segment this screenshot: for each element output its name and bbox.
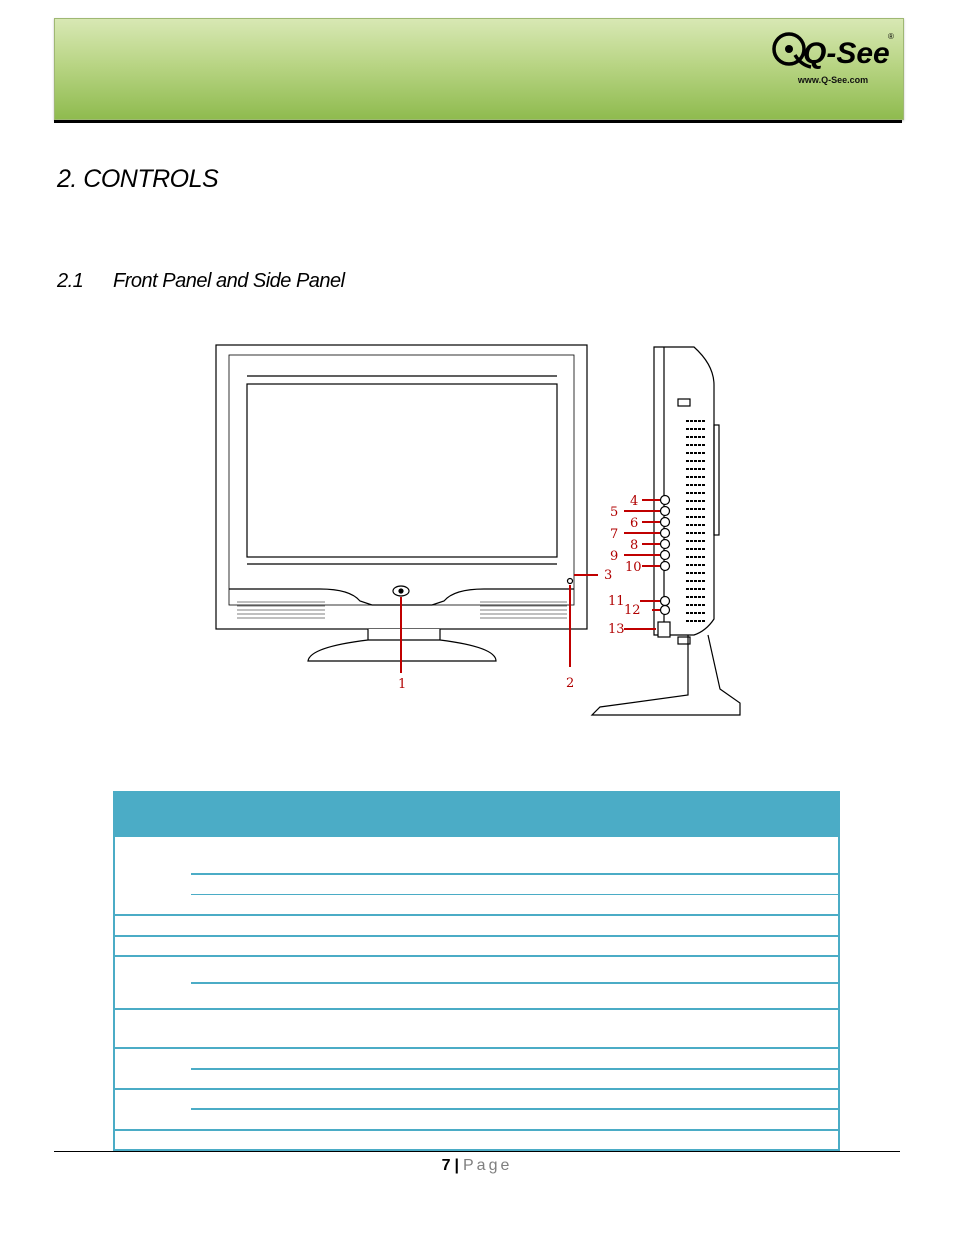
controls-table — [113, 791, 840, 1151]
callout-label-13: 13 — [608, 622, 625, 637]
table-row-divider — [115, 914, 838, 916]
footer-rule — [54, 1151, 900, 1152]
table-row-divider — [115, 1129, 838, 1131]
qsee-logo: Q-See ® www.Q-See.com — [765, 25, 897, 91]
page-footer: 7|Page — [0, 1157, 954, 1175]
logo-text: Q-See — [803, 37, 890, 70]
callout-label-11: 11 — [608, 594, 625, 609]
header-rule — [54, 120, 902, 123]
table-row-divider — [191, 894, 838, 895]
callout-label-7: 7 — [610, 527, 618, 542]
header-band: Q-See ® www.Q-See.com — [54, 18, 904, 120]
subsection-number: 2.1 — [57, 270, 84, 292]
callout-label-2: 2 — [566, 676, 574, 691]
logo-registered-mark: ® — [888, 32, 894, 41]
side-buttons — [657, 494, 671, 638]
table-row-divider — [191, 982, 838, 984]
table-row-divider — [115, 1047, 838, 1049]
callout-label-8: 8 — [630, 538, 638, 553]
page-number: 7 — [441, 1157, 451, 1174]
subsection-text: Front Panel and Side Panel — [113, 270, 345, 292]
table-header-row — [115, 791, 838, 837]
qsee-logo-mark: Q-See ® — [772, 32, 894, 70]
callout-label-3: 3 — [604, 568, 612, 583]
table-row-divider — [115, 935, 838, 937]
callout-label-9: 9 — [610, 549, 618, 564]
table-row-divider — [191, 873, 838, 875]
callout-label-6: 6 — [630, 516, 638, 531]
footer-separator: | — [454, 1157, 459, 1174]
logo-url: www.Q-See.com — [797, 75, 869, 85]
callout-labels: 1 2 3 4 5 6 7 8 9 10 11 12 13 — [398, 494, 642, 692]
callout-label-10: 10 — [625, 560, 642, 575]
table-row-divider — [115, 955, 838, 957]
section-title: 2. CONTROLS — [57, 165, 219, 193]
page-label: Page — [463, 1157, 513, 1174]
table-row-divider — [191, 1108, 838, 1110]
callout-label-5: 5 — [610, 505, 618, 520]
table-row-divider — [115, 1008, 838, 1010]
callout-label-12: 12 — [624, 603, 641, 618]
side-vent-slots — [686, 420, 706, 622]
callout-label-1: 1 — [398, 677, 406, 692]
table-bottom-border — [115, 1149, 838, 1151]
callout-label-4: 4 — [630, 494, 638, 509]
subsection-title: 2.1 Front Panel and Side Panel — [57, 270, 345, 293]
table-row-divider — [191, 1068, 838, 1070]
front-speaker-grilles — [237, 601, 567, 619]
side-view — [590, 346, 741, 716]
monitor-diagram: 1 2 3 4 5 6 7 8 9 10 11 12 13 — [215, 344, 741, 716]
callout-lines — [400, 499, 660, 673]
table-row-divider — [115, 1088, 838, 1090]
